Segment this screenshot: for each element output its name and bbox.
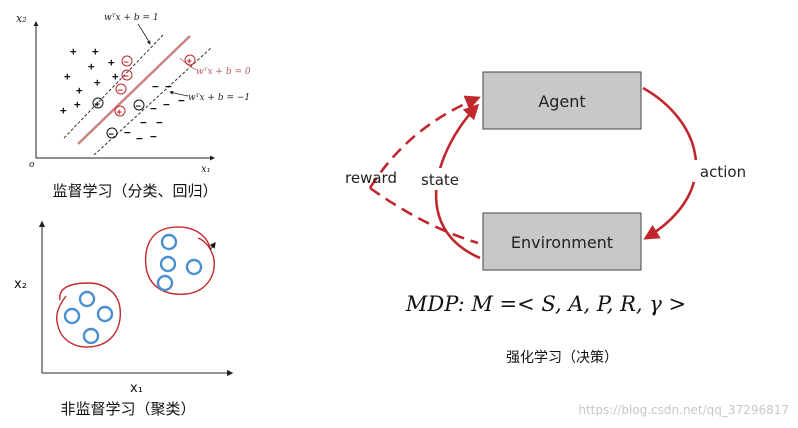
- svm-minus-point: −: [165, 80, 172, 93]
- unsupervised-panel: x₂ x₁ 非监督学习（聚类）: [14, 220, 234, 418]
- svm-support-vectors: + + − − − − − +: [92, 54, 196, 140]
- svm-support-vector-sign: −: [109, 130, 115, 140]
- svm-lower-line-label: wᵀx + b = −1: [188, 93, 250, 103]
- cluster-point: [63, 307, 81, 325]
- svm-y-axis-label: x₂: [16, 12, 27, 25]
- cluster-boundary-right: [144, 226, 215, 295]
- svm-minus-point: −: [150, 102, 157, 115]
- svm-positive-points: + + + + + + + + + +: [60, 45, 119, 117]
- action-arrow: [642, 86, 698, 240]
- unsupervised-caption: 非监督学习（聚类）: [60, 400, 195, 418]
- svm-minus-point: −: [140, 116, 147, 129]
- cluster-point: [82, 327, 100, 345]
- svm-upper-label-pointer: [137, 23, 151, 45]
- svm-support-vector-sign: −: [124, 58, 130, 68]
- state-label: state: [421, 171, 459, 189]
- cluster-point: [78, 290, 96, 308]
- svm-support-vector: [133, 99, 145, 111]
- svm-plus-point: +: [94, 76, 101, 89]
- svm-minus-point: −: [136, 132, 143, 145]
- environment-label: Environment: [511, 233, 613, 252]
- action-label: action: [700, 163, 746, 181]
- svm-minus-point: −: [156, 116, 163, 129]
- svm-support-vector: [121, 55, 133, 67]
- svm-origin-label: o: [29, 160, 35, 170]
- svm-plus-point: +: [108, 56, 115, 69]
- agent-box: [482, 71, 642, 130]
- svm-support-vector: [184, 54, 196, 66]
- svm-support-vector: [106, 127, 118, 139]
- svm-minus-point: −: [152, 80, 159, 93]
- reward-label: reward: [345, 169, 397, 187]
- svm-plus-point: +: [76, 84, 83, 97]
- svm-plus-point: +: [92, 45, 99, 58]
- svm-support-vector-sign: −: [118, 86, 124, 96]
- cluster-point: [159, 255, 177, 273]
- cluster-x-axis-label: x₁: [130, 381, 143, 396]
- svm-support-vector-sign: +: [95, 100, 101, 110]
- action-label-bg: [693, 160, 753, 182]
- cluster-point: [185, 258, 203, 276]
- svm-lower-label-pointer: [169, 90, 189, 97]
- svm-minus-point: −: [163, 98, 170, 111]
- supervised-panel: x₂ x₁ o wᵀx + b = 1 wᵀx + b = 0 wᵀx + b …: [16, 12, 251, 200]
- svm-support-vector-sign: +: [117, 108, 123, 118]
- supervised-caption: 监督学习（分类、回归）: [52, 182, 217, 200]
- svm-support-vector-sign: −: [124, 72, 130, 82]
- svm-plus-point: +: [74, 98, 81, 111]
- svm-plus-point: +: [112, 70, 119, 83]
- svm-margin-upper-line: [63, 34, 164, 139]
- svm-plus-point: +: [64, 70, 71, 83]
- svm-x-axis-label: x₁: [201, 164, 211, 175]
- state-label-bg: [412, 168, 468, 190]
- svm-support-vector: [121, 69, 133, 81]
- svm-plus-point: +: [70, 45, 77, 58]
- svm-negative-points: − − − − − − − − − −: [124, 80, 185, 145]
- mdp-formula: MDP: M =< S, A, P, R, γ >: [405, 292, 686, 316]
- reinforcement-panel: Agent Environment action state reward MD…: [345, 71, 753, 366]
- svm-minus-point: −: [124, 126, 131, 139]
- svm-support-vector-sign: +: [187, 57, 193, 67]
- agent-label: Agent: [538, 92, 585, 111]
- cluster-boundary-left: [56, 282, 121, 348]
- svm-minus-point: −: [178, 94, 185, 107]
- reward-arrow-to-agent: [368, 95, 481, 189]
- svm-decision-boundary: [77, 35, 191, 145]
- svm-margin-lower-line: [93, 46, 213, 156]
- svm-plus-point: +: [88, 60, 95, 73]
- svm-middle-line-label: wᵀx + b = 0: [196, 67, 251, 77]
- svm-plus-point: +: [60, 104, 67, 117]
- svm-support-vector: [115, 83, 127, 95]
- reinforcement-caption: 强化学习（决策）: [506, 349, 618, 366]
- cluster-y-axis-label: x₂: [14, 277, 27, 292]
- cluster-boundary-arrow: [209, 242, 216, 251]
- svm-support-vector: [92, 97, 104, 109]
- cluster-point: [160, 233, 178, 251]
- cluster-point: [96, 305, 114, 323]
- watermark: https://blog.csdn.net/qq_37296817: [578, 403, 789, 417]
- svm-support-vector: [114, 105, 126, 117]
- svm-upper-line-label: wᵀx + b = 1: [104, 13, 159, 23]
- svm-support-vector-sign: −: [136, 102, 142, 112]
- reward-arrow-from-environment: [369, 186, 479, 245]
- cluster-point: [156, 274, 174, 292]
- environment-box: [482, 212, 642, 271]
- svm-minus-point: −: [150, 130, 157, 143]
